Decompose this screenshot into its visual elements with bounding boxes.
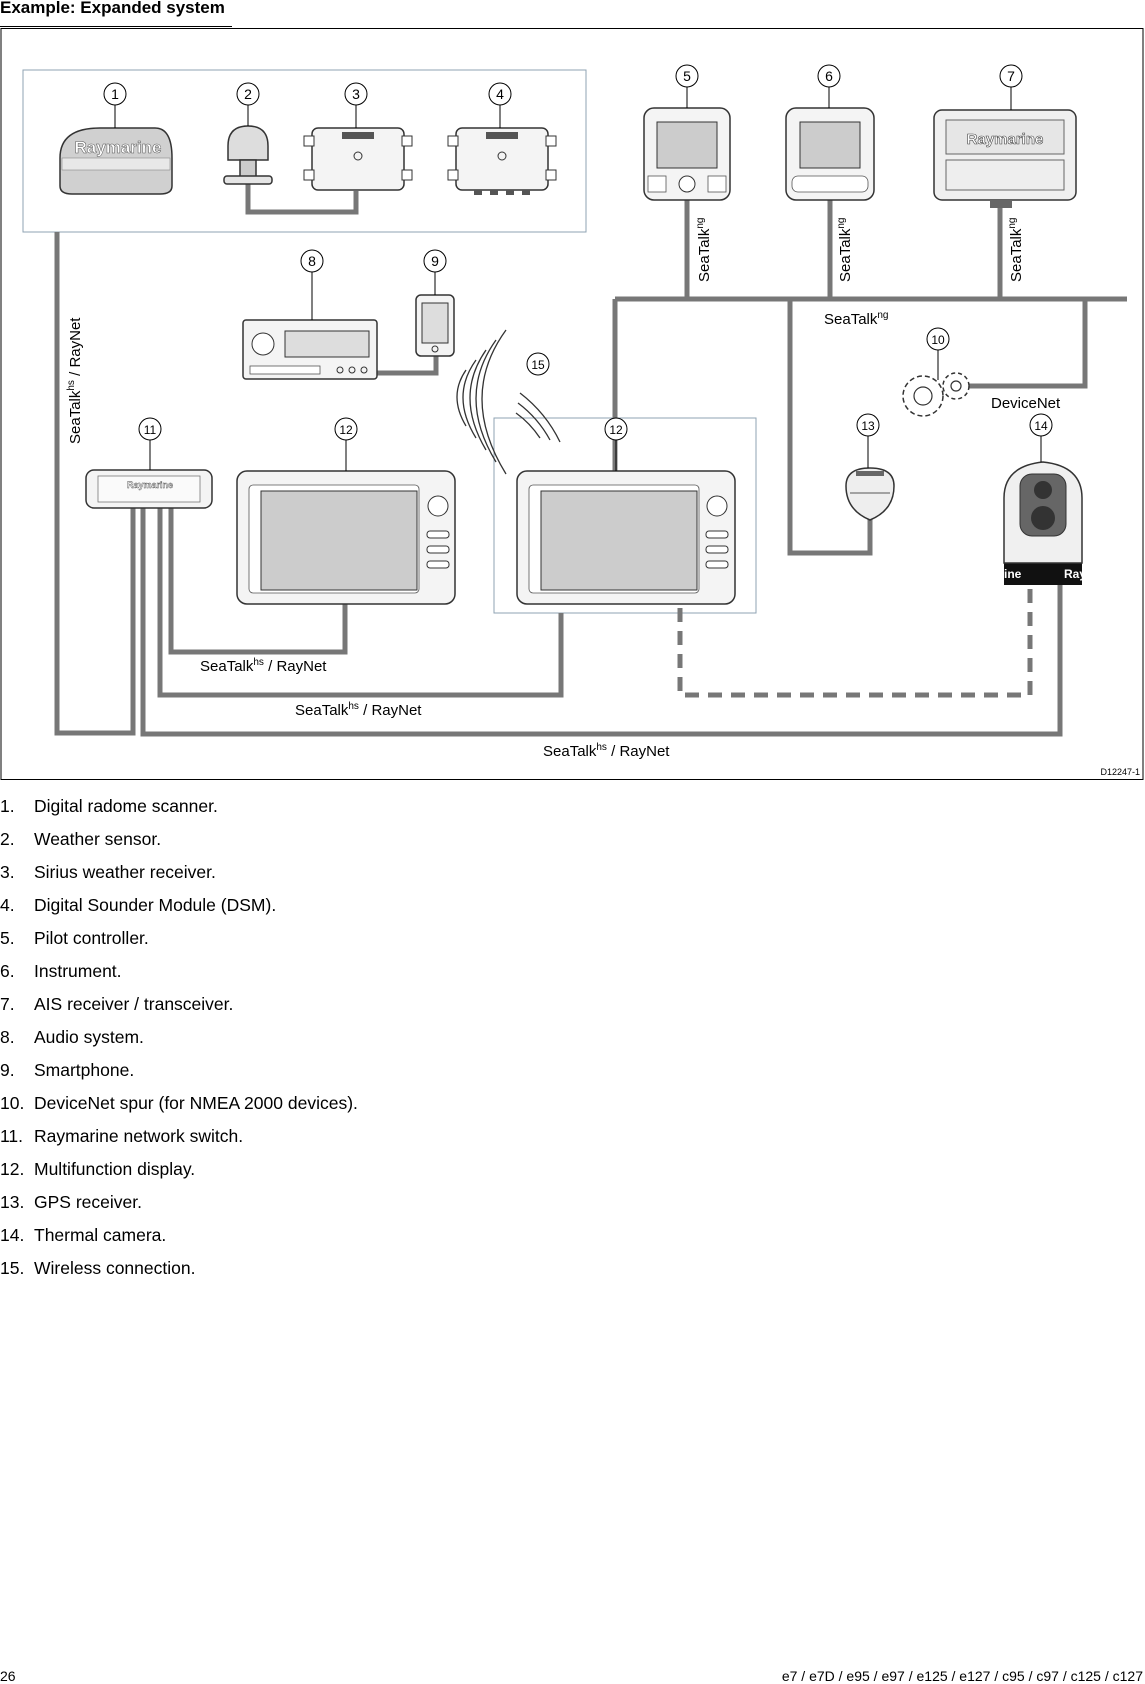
svg-text:10: 10 bbox=[931, 333, 945, 347]
svg-text:12: 12 bbox=[339, 423, 353, 437]
callout-12b: 12 bbox=[604, 417, 628, 471]
legend-item: 1.Digital radome scanner. bbox=[0, 796, 218, 816]
multifunction-display-2 bbox=[516, 470, 736, 605]
legend-item: 14.Thermal camera. bbox=[0, 1225, 167, 1245]
instrument-device bbox=[785, 107, 875, 201]
radome-brand-label: Raymarine bbox=[75, 138, 162, 157]
footer-model-list: e7 / e7D / e95 / e97 / e125 / e127 / c95… bbox=[781, 1668, 1143, 1684]
page-number: 26 bbox=[0, 1668, 16, 1684]
mfd2-raynet-cable bbox=[157, 507, 564, 698]
legend-item: 10.DeviceNet spur (for NMEA 2000 devices… bbox=[0, 1093, 358, 1113]
camera-brand-label: ine bbox=[1004, 567, 1022, 581]
wireless-signal bbox=[456, 329, 561, 475]
audio-system-device bbox=[242, 319, 378, 380]
radome-scanner-device: Raymarine bbox=[59, 127, 173, 195]
network-switch-device: Raymarine bbox=[85, 469, 213, 509]
label-seatalk-ng-backbone: SeaTalkng bbox=[824, 310, 889, 328]
callout-3: 3 bbox=[344, 82, 368, 128]
ais-transceiver-device: Raymarine bbox=[933, 109, 1077, 208]
callout-7: 7 bbox=[999, 64, 1023, 110]
callout-8: 8 bbox=[300, 249, 324, 320]
mfd1-raynet-cable bbox=[168, 507, 348, 655]
callout-13: 13 bbox=[856, 413, 880, 468]
ais-brand-label: Raymarine bbox=[967, 131, 1044, 148]
callout-1: 1 bbox=[103, 82, 127, 128]
legend-item: 7.AIS receiver / transceiver. bbox=[0, 994, 234, 1014]
svg-text:13: 13 bbox=[861, 419, 875, 433]
label-seatalk-hs-vertical: SeaTalkhs / RayNet bbox=[66, 317, 84, 444]
heading-rule bbox=[0, 26, 232, 27]
pilot-controller-device bbox=[643, 107, 731, 201]
label-seatalk-ng-instrument: SeaTalkng bbox=[836, 218, 854, 283]
svg-text:5: 5 bbox=[683, 68, 691, 84]
callout-10: 10 bbox=[926, 327, 950, 380]
switch-brand-label: Raymarine bbox=[127, 480, 173, 490]
svg-text:7: 7 bbox=[1007, 68, 1015, 84]
legend-item: 11.Raymarine network switch. bbox=[0, 1126, 244, 1146]
multifunction-display-1 bbox=[236, 470, 456, 605]
gps-drop bbox=[787, 299, 873, 556]
callout-12a: 12 bbox=[334, 417, 358, 471]
radome-raynet-cable bbox=[54, 232, 136, 736]
sensor-group-box bbox=[22, 69, 587, 233]
svg-text:4: 4 bbox=[496, 86, 504, 102]
svg-text:2: 2 bbox=[244, 86, 252, 102]
svg-text:11: 11 bbox=[144, 423, 157, 437]
smartphone-device bbox=[415, 294, 455, 357]
legend-item: 12.Multifunction display. bbox=[0, 1159, 196, 1179]
svg-text:6: 6 bbox=[825, 68, 833, 84]
legend-list: 1.Digital radome scanner. 2.Weather sens… bbox=[0, 790, 358, 1285]
drawing-id: D12247-1 bbox=[1100, 767, 1140, 777]
svg-text:8: 8 bbox=[308, 253, 316, 269]
legend-item: 15.Wireless connection. bbox=[0, 1258, 196, 1278]
callout-9: 9 bbox=[423, 249, 447, 295]
label-seatalk-hs-mfd1: SeaTalkhs / RayNet bbox=[200, 657, 327, 675]
camera-raynet-cable bbox=[140, 507, 1063, 737]
label-seatalk-ng-pilot: SeaTalkng bbox=[695, 218, 713, 283]
callout-2: 2 bbox=[236, 82, 260, 126]
camera-brand-label-2: Ray bbox=[1064, 567, 1086, 581]
system-diagram: Raymarine Raymarine bbox=[0, 28, 1144, 780]
legend-item: 6.Instrument. bbox=[0, 961, 122, 981]
dsm-device bbox=[447, 127, 557, 195]
legend-item: 4.Digital Sounder Module (DSM). bbox=[0, 895, 277, 915]
svg-text:12: 12 bbox=[609, 423, 623, 437]
callout-15: 15 bbox=[526, 352, 550, 376]
svg-text:9: 9 bbox=[431, 253, 439, 269]
legend-item: 9.Smartphone. bbox=[0, 1060, 135, 1080]
thermal-camera-device: ine Ray bbox=[1003, 461, 1086, 585]
devicenet-spur-gears bbox=[902, 372, 970, 417]
svg-text:14: 14 bbox=[1034, 419, 1048, 433]
label-seatalk-hs-camera: SeaTalkhs / RayNet bbox=[543, 742, 670, 760]
page-heading: Example: Expanded system bbox=[0, 0, 225, 17]
wireless-link-dashed bbox=[677, 584, 1033, 698]
weather-sensor-device bbox=[223, 125, 273, 185]
callout-14: 14 bbox=[1029, 413, 1053, 462]
gps-receiver-device bbox=[845, 467, 895, 521]
legend-item: 3.Sirius weather receiver. bbox=[0, 862, 216, 882]
callout-4: 4 bbox=[488, 82, 512, 128]
callout-5: 5 bbox=[675, 64, 699, 108]
callout-11: 11 bbox=[138, 417, 162, 470]
legend-item: 8.Audio system. bbox=[0, 1027, 144, 1047]
legend-item: 13.GPS receiver. bbox=[0, 1192, 142, 1212]
svg-text:1: 1 bbox=[111, 86, 119, 102]
label-devicenet: DeviceNet bbox=[991, 395, 1061, 412]
legend-item: 2.Weather sensor. bbox=[0, 829, 162, 849]
legend-item: 5.Pilot controller. bbox=[0, 928, 149, 948]
mfd-group-box bbox=[493, 417, 757, 614]
label-seatalk-ng-ais: SeaTalkng bbox=[1007, 218, 1025, 283]
label-seatalk-hs-mfd2: SeaTalkhs / RayNet bbox=[295, 701, 422, 719]
devicenet-cable bbox=[955, 299, 1088, 389]
sirius-receiver-device bbox=[303, 127, 413, 191]
svg-text:15: 15 bbox=[531, 358, 545, 372]
weather-link bbox=[245, 173, 359, 215]
svg-text:3: 3 bbox=[352, 86, 360, 102]
callout-6: 6 bbox=[817, 64, 841, 108]
